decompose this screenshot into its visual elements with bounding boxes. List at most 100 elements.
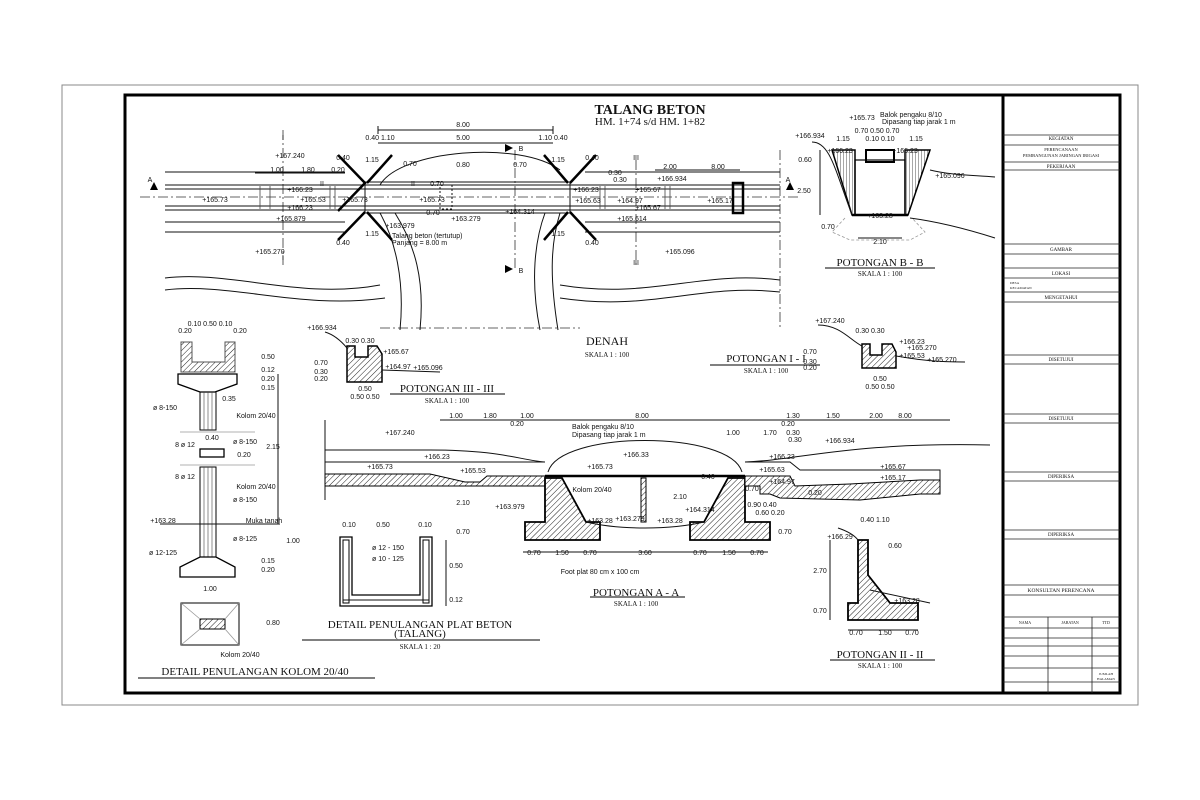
dimension-label: Kolom 20/40 [220,652,259,659]
dimension-label: +165.53 [460,468,486,475]
dimension-label: II [320,181,324,188]
dimension-label: +167.240 [815,318,844,325]
title-block-label: GAMBAR [1050,248,1073,253]
dimension-label: 1.70 [763,430,777,437]
inner-border [123,93,1122,695]
section-bb [811,141,996,269]
dimension-label: Balok pengaku 8/10 [880,112,942,119]
dimension-label: +164.314 [685,507,714,514]
dimension-label: 1.50 [722,550,736,557]
dimension-label: 0.20 [261,376,275,383]
dimension-label: 0.60 0.20 [755,510,784,517]
dimension-label: +165.73 [587,464,613,471]
dimension-label: +166.29 [827,534,853,541]
dimension-label: +163.28 [867,213,893,220]
dimension-label: 1.50 [826,413,840,420]
dimension-label: 8 ø 12 [175,442,195,449]
section-iiiiii [324,331,505,395]
dimension-label: 0.70 [426,210,440,217]
dimension-label: 0.15 [261,385,275,392]
dimension-label: Dipasang tiap jarak 1 m [882,119,956,126]
dimension-label: +163.279 [615,516,644,523]
dimension-label: +167.240 [275,153,304,160]
title-block-label: LOKASI [1052,272,1071,277]
dimension-label: Kolom 20/40 [572,487,611,494]
dimension-label: B [519,268,524,275]
title-block-label: PEKERJAAN [1047,165,1076,170]
dimension-label: 1.00 [520,413,534,420]
dimension-label: 0.12 [261,367,275,374]
dimension-label: +166.23 [287,205,313,212]
dimension-label: +166.934 [657,176,686,183]
dimension-label: 0.10 0.10 [865,136,894,143]
dimension-label: +163.28 [587,518,613,525]
dimension-label: +165.096 [665,249,694,256]
dimension-label: 1.80 [301,167,315,174]
title-block-header: JABATAN [1061,620,1079,625]
title-block-label: PERENCANAAN [1044,147,1078,152]
dimension-label: 0.70 [430,181,444,188]
dimension-label: 0.30 [803,359,817,366]
dimension-label: +163.28 [894,598,920,605]
section-iiii [829,527,935,661]
dimension-label: +166.23 [827,148,853,155]
dimension-label: III [633,260,639,267]
dimension-label: 2.15 [266,444,280,451]
view-scale: SKALA 1 : 100 [585,351,630,359]
view-title: DETAIL PENULANGAN KOLOM 20/40 [161,666,349,678]
title-block-label: DISETUJUI [1049,417,1074,422]
dimension-label: 0.70 0.50 0.70 [855,128,900,135]
dimension-label: A [148,177,153,184]
dimension-label: +166.23 [424,454,450,461]
dimension-label: +165.73 [202,197,228,204]
dimension-label: 0.20 [233,328,247,335]
dimension-label: 5.00 [456,135,470,142]
dimension-label: II [411,181,415,188]
dimension-label: +165.67 [383,349,409,356]
dimension-label: 0.30 [788,437,802,444]
dimension-label: 2.00 [869,413,883,420]
dimension-label: 0.20 [510,421,524,428]
dimension-label: 0.90 0.40 [747,502,776,509]
dimension-label: 0.50 [358,386,372,393]
dimension-label: 0.40 1.10 [365,135,394,142]
title-block-grid [1003,134,1120,693]
dimension-label: 0.70 [803,349,817,356]
view-scale: SKALA 1 : 20 [400,643,441,651]
dimension-label: 1.15 [551,231,565,238]
dimension-label: 0.70 [821,224,835,231]
view-scale: SKALA 1 : 100 [858,270,903,278]
dimension-label: Muka tanah [246,518,283,525]
dimension-label: 1.15 [909,136,923,143]
dimension-label: 1.15 [836,136,850,143]
dimension-label: +164.97 [769,479,795,486]
plan-view [140,126,800,331]
plat-detail [302,536,540,641]
dimension-label: 0.70 [527,550,541,557]
title-block-label: KEGIATAN [1049,137,1074,142]
dimension-label: 0.12 [449,597,463,604]
dimension-label: 8.00 [898,413,912,420]
drawing-subtitle: HM. 1+74 s/d HM. 1+82 [595,116,705,128]
dimension-label: 0.15 [261,558,275,565]
dimension-label: 2.50 [797,188,811,195]
dimension-label: 0.70 [745,486,759,493]
dimension-label: 0.70 [583,550,597,557]
dimension-label: 1.00 [726,430,740,437]
dimension-label: 0.20 [314,376,328,383]
dimension-label: 0.60 [888,543,902,550]
dimension-label: Kolom 20/40 [236,413,275,420]
title-block-header: NAMA [1019,620,1031,625]
dimension-label: +165.53 [899,353,925,360]
view-scale: SKALA 1 : 100 [858,662,903,670]
dimension-label: +165.17 [707,198,733,205]
dimension-label: +165.63 [759,467,785,474]
dimension-label: ø 8-125 [233,536,257,543]
view-title: POTONGAN I - I [726,353,806,365]
dimension-label: 1.10 0.40 [538,135,567,142]
dimension-label: +165.879 [276,216,305,223]
title-block-label: DIPERIKSA [1048,533,1075,538]
dimension-label: +165.17 [880,475,906,482]
title-block-label: HALAMAN [1097,677,1115,681]
